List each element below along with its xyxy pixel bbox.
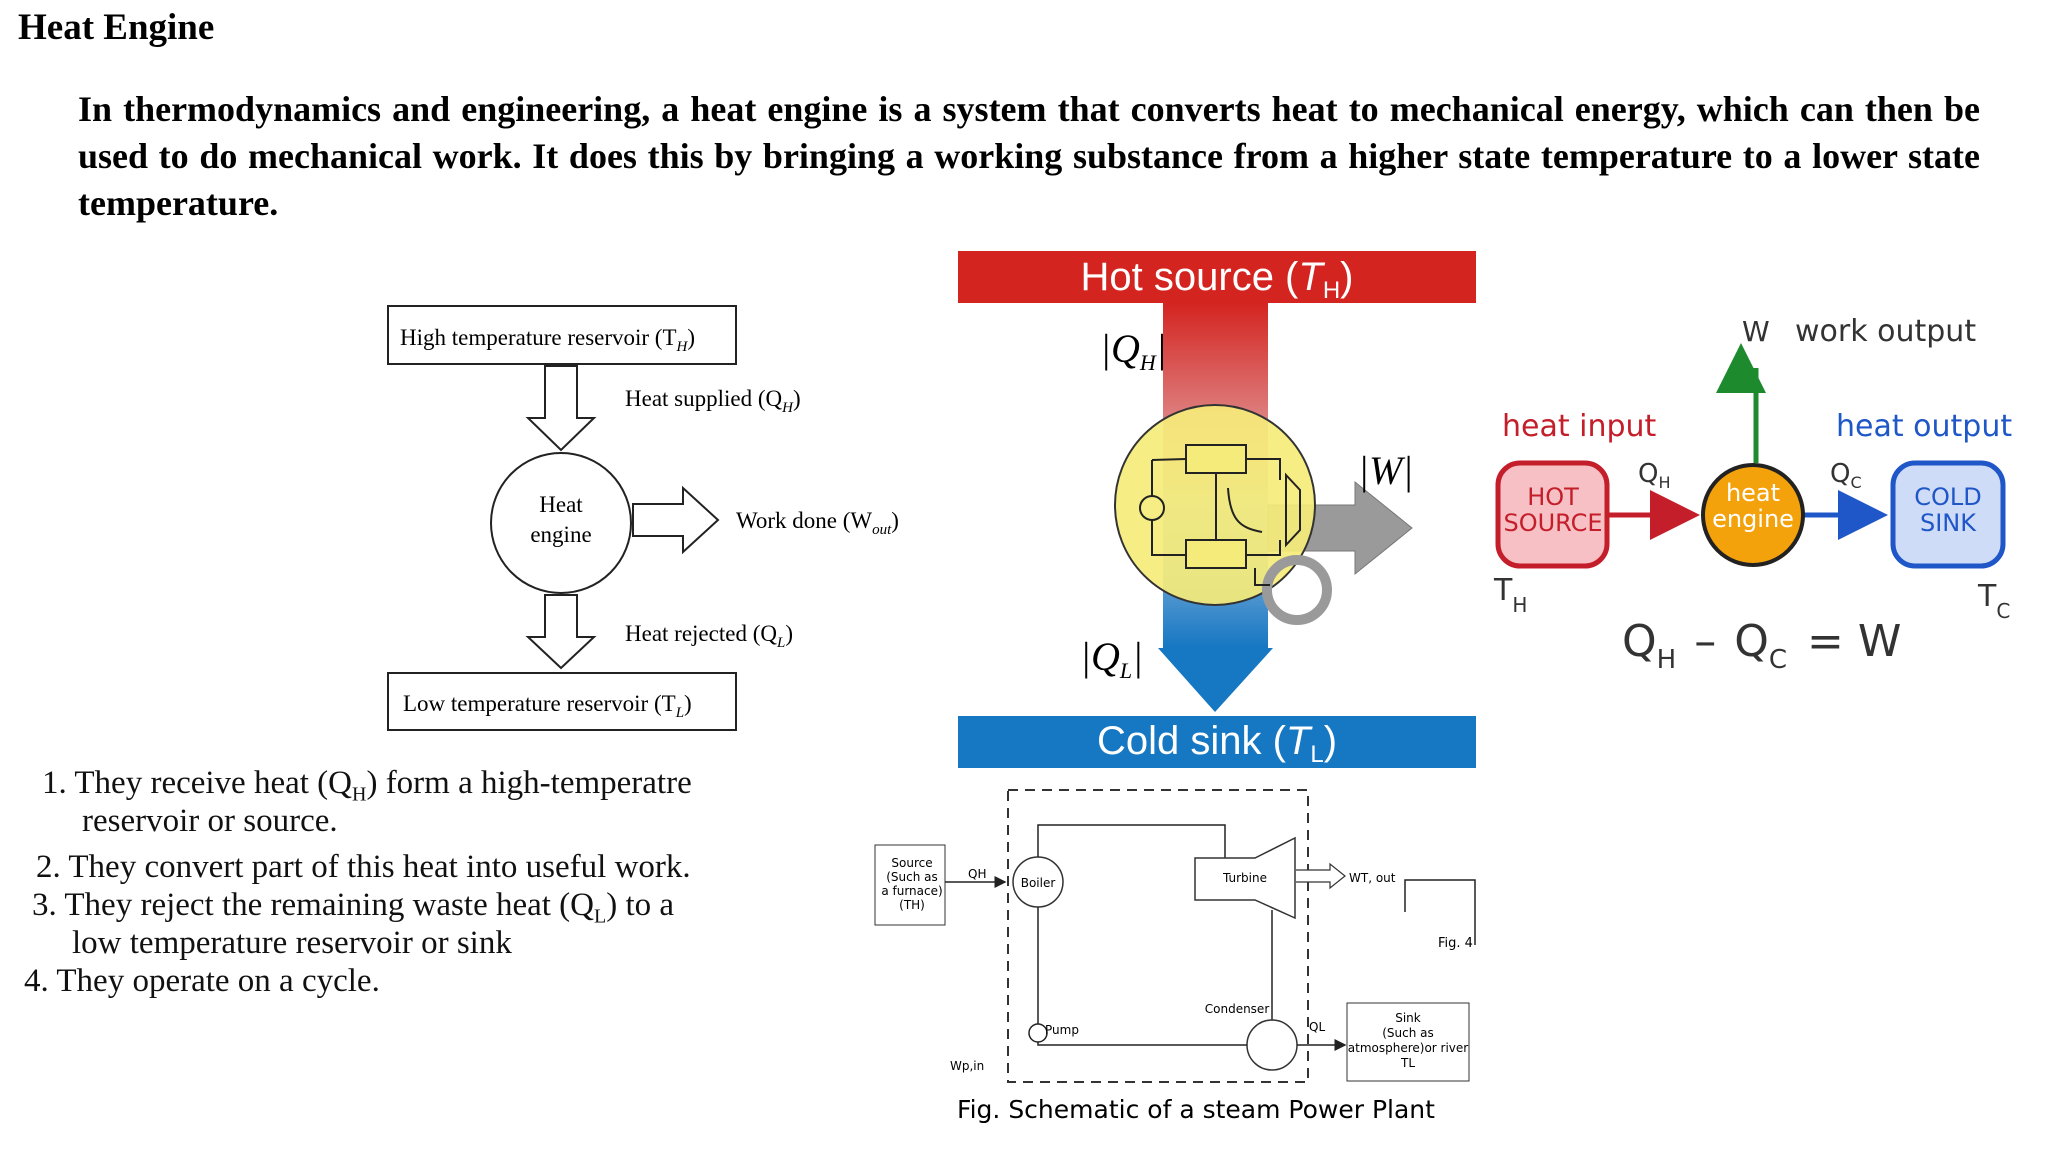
pump-circle [1028, 1023, 1048, 1043]
w-label: |W| [1358, 448, 1413, 493]
plant-qh-label: QH [968, 867, 986, 881]
hot-source-box [1495, 460, 1610, 569]
heat-supplied-arrow [525, 365, 597, 452]
w-symbol: W [1742, 315, 1770, 348]
turbine-shape [1194, 836, 1296, 920]
cold-sink-label: Cold sink (TL) [1097, 719, 1337, 768]
tc-symbol: TC [1977, 579, 2010, 623]
cold-sink-box [1890, 460, 2006, 569]
low-reservoir-box [387, 672, 737, 731]
list-item-2: 2. They convert part of this heat into u… [36, 849, 691, 885]
list-item-3-cont: low temperature reservoir or sink [72, 925, 512, 961]
engine-internals [1139, 444, 1301, 586]
heat-flow-arrowhead [1158, 648, 1273, 712]
list-item-4: 4. They operate on a cycle. [24, 963, 380, 999]
high-reservoir-label: High temperature reservoir (TH) [400, 325, 695, 355]
cold-sink-line2: SINK [1920, 509, 1977, 537]
qc-symbol: QC [1830, 459, 1862, 492]
pump-label: Pump [1045, 1023, 1079, 1037]
return-pipe [1037, 907, 1247, 1046]
qh-symbol: QH [1638, 459, 1671, 492]
high-reservoir-box [387, 305, 737, 365]
hot-source-label: Hot source (TH) [1081, 255, 1354, 304]
source-line1: Source [891, 856, 932, 870]
heat-rejected-arrow [525, 594, 597, 670]
heat-engine-label-2: engine [530, 522, 591, 547]
condenser-circle [1246, 1019, 1298, 1071]
sink-line2: (Such as [1382, 1026, 1434, 1040]
control-boundary [1007, 789, 1309, 1083]
sink-line3: atmosphere)or river [1348, 1041, 1469, 1055]
heat-output-label: heat output [1836, 409, 2012, 444]
partial-figure-label: Fig. 4 [1438, 936, 1473, 951]
low-reservoir-label: Low temperature reservoir (TL) [403, 691, 692, 721]
ql-label: |QL| [1080, 634, 1143, 683]
work-done-label: Work done (Wout) [736, 508, 899, 538]
source-box [874, 844, 946, 926]
source-line3: a furnace) [881, 884, 942, 898]
plant-caption: Fig. Schematic of a steam Power Plant [957, 1095, 1435, 1124]
hot-source-line1: HOT [1527, 483, 1579, 511]
heat-engine-node [1701, 463, 1805, 567]
partial-figure-frame [1404, 879, 1476, 945]
hot-source-bar [958, 251, 1476, 303]
work-done-arrow [632, 485, 720, 555]
heat-input-label: heat input [1502, 409, 1657, 444]
fig-right-heat-engine: W work output heat input heat output HOT… [1493, 314, 2012, 675]
condenser-label: Condenser [1205, 1002, 1270, 1016]
plant-ql-label: QL [1309, 1020, 1325, 1034]
source-line4: (TH) [899, 898, 925, 912]
qh-label: |QH| [1100, 326, 1167, 375]
cycle-loop [1262, 555, 1332, 625]
work-output-label: work output [1795, 314, 1976, 349]
heat-rejected-label: Heat rejected (QL) [625, 621, 793, 651]
heat-supplied-label: Heat supplied (QH) [625, 386, 801, 416]
th-symbol: TH [1493, 573, 1527, 617]
fig-center-hot-cold: Hot source (TH) Cold sink (TL) |QH| [958, 251, 1476, 768]
cold-sink-bar [958, 716, 1476, 768]
list-item-3: 3. They reject the remaining waste heat … [32, 887, 675, 928]
energy-equation: QH–QC= W [1622, 616, 1901, 675]
list-item-1-cont: reservoir or source. [82, 803, 338, 839]
list-item-1: 1. They receive heat (QH) form a high-te… [42, 765, 692, 806]
page-title: Heat Engine [18, 7, 215, 48]
hot-source-line2: SOURCE [1503, 509, 1602, 537]
sink-line4: TL [1400, 1056, 1415, 1070]
steam-pipe [1037, 824, 1226, 858]
source-line2: (Such as [886, 870, 938, 884]
sink-box [1346, 1002, 1470, 1082]
wp-in-label: Wp,in [950, 1059, 984, 1073]
wt-out-label: WT, out [1349, 871, 1396, 885]
turbine-work-arrow [1296, 862, 1346, 890]
heat-engine-label-1: Heat [539, 492, 583, 517]
heat-engine-line1: heat [1726, 479, 1780, 507]
intro-paragraph: In thermodynamics and engineering, a hea… [78, 89, 1980, 223]
sink-line1: Sink [1395, 1011, 1421, 1025]
boiler-label: Boiler [1021, 876, 1056, 890]
cold-sink-line1: COLD [1914, 483, 1982, 511]
turbine-label: Turbine [1222, 871, 1267, 885]
fig-left-heat-engine: High temperature reservoir (TH) Heat sup… [387, 305, 899, 731]
heat-engine-circle [490, 452, 632, 594]
fig-steam-power-plant: Source (Such as a furnace) (TH) QH Boile… [874, 789, 1476, 1124]
heat-engine-line2: engine [1712, 505, 1794, 533]
